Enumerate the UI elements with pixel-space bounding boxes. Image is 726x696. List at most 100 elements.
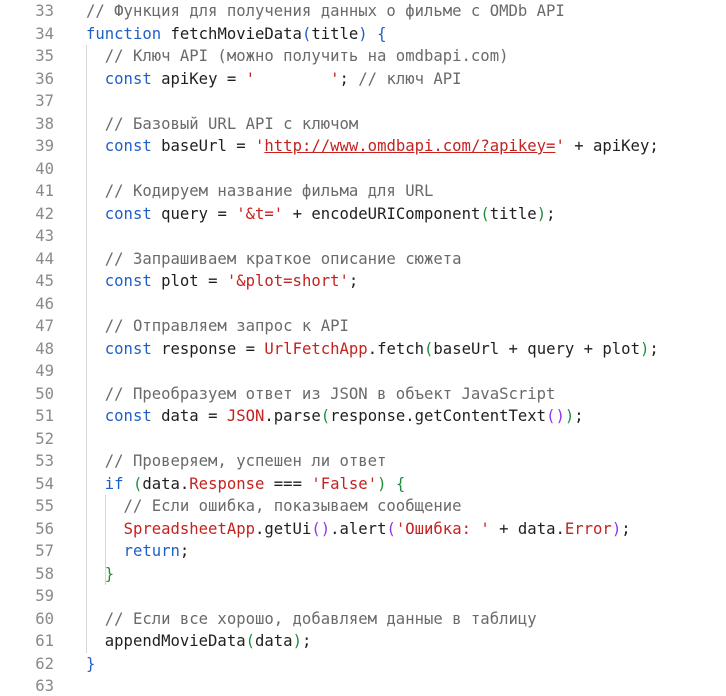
line-number: 53: [35, 452, 54, 470]
code-token: .getUi: [255, 519, 312, 538]
code-line[interactable]: 62}: [0, 653, 726, 676]
code-token: }: [104, 564, 115, 583]
code-token: [86, 137, 105, 155]
code-text: function fetchMovieData(title) {: [86, 23, 386, 46]
code-token: http://www.omdbapi.com/?apikey=: [264, 137, 556, 155]
code-line[interactable]: 60 // Если все хорошо, добавляем данные …: [0, 608, 726, 631]
code-line[interactable]: 63: [0, 675, 726, 696]
code-line[interactable]: 33// Функция для получения данных о филь…: [0, 0, 726, 23]
code-line[interactable]: 38 // Базовый URL API с ключом: [0, 113, 726, 136]
code-token: + apiKey;: [564, 137, 659, 155]
code-line[interactable]: 36 const apiKey = ' '; // ключ API: [0, 68, 726, 91]
code-token: // ключ API: [358, 69, 462, 88]
code-token: [86, 70, 105, 88]
code-line[interactable]: 55 // Если ошибка, показываем сообщение: [0, 495, 726, 518]
code-token: [86, 542, 124, 560]
line-number: 60: [35, 609, 54, 628]
code-token: (): [546, 407, 565, 425]
code-line[interactable]: 37: [0, 90, 726, 113]
code-token: const: [104, 339, 152, 358]
code-line[interactable]: 47 // Отправляем запрос к API: [0, 315, 726, 338]
code-line[interactable]: 45 const plot = '&plot=short';: [0, 270, 726, 293]
code-text: // Проверяем, успешен ли ответ: [86, 450, 387, 473]
line-number: 55: [35, 497, 54, 515]
code-token: [86, 272, 105, 290]
code-line[interactable]: 39 const baseUrl = 'http://www.omdbapi.c…: [0, 135, 726, 158]
code-line[interactable]: 53 // Проверяем, успешен ли ответ: [0, 450, 726, 473]
code-token: // Кодируем название фильма для URL: [86, 182, 434, 200]
line-number: 49: [35, 362, 54, 380]
line-number: 36: [35, 69, 54, 88]
code-token: fetchMovieData: [161, 24, 302, 43]
line-number: 41: [35, 182, 54, 200]
code-line[interactable]: 58 }: [0, 563, 726, 586]
line-number: 42: [35, 204, 54, 223]
code-text: SpreadsheetApp.getUi().alert('Ошибка: ' …: [86, 518, 631, 541]
code-text: // Запрашиваем краткое описание сюжета: [86, 248, 462, 271]
code-line[interactable]: 48 const response = UrlFetchApp.fetch(ba…: [0, 338, 726, 361]
code-line[interactable]: 50 // Преобразуем ответ из JSON в объект…: [0, 383, 726, 406]
code-line[interactable]: 42 const query = '&t=' + encodeURICompon…: [0, 203, 726, 226]
code-token: [86, 407, 105, 425]
code-token: plot =: [151, 272, 227, 290]
code-token: ===: [264, 474, 312, 493]
code-token: {: [395, 474, 406, 493]
code-text: }: [86, 563, 114, 586]
code-token: title: [311, 24, 359, 43]
code-text: const plot = '&plot=short';: [86, 270, 359, 293]
code-token: ): [292, 632, 302, 650]
code-token: (: [245, 632, 255, 650]
line-number: 40: [35, 159, 54, 178]
line-number: 47: [35, 317, 54, 335]
code-line[interactable]: 57 return;: [0, 540, 726, 563]
line-number: 62: [35, 654, 54, 673]
code-token: '&t=': [236, 204, 284, 223]
code-token: + data.: [489, 519, 565, 538]
line-number: 43: [35, 227, 54, 245]
code-token: ): [536, 204, 547, 223]
code-token: const: [104, 407, 152, 425]
code-token: title: [489, 204, 537, 223]
code-line[interactable]: 44 // Запрашиваем краткое описание сюжет…: [0, 248, 726, 271]
line-number: 63: [35, 677, 54, 695]
code-line[interactable]: 49: [0, 360, 726, 383]
code-line[interactable]: 35 // Ключ API (можно получить на omdbap…: [0, 45, 726, 68]
code-token: JSON: [226, 407, 265, 425]
code-token: // Преобразуем ответ из JSON в объект Ja…: [86, 384, 556, 403]
line-number: 37: [35, 92, 54, 110]
code-token: ): [377, 474, 387, 493]
code-text: const apiKey = ' '; // ключ API: [86, 68, 462, 91]
code-token: ': [555, 137, 565, 155]
code-token: }: [86, 654, 96, 673]
code-line[interactable]: 40: [0, 158, 726, 181]
code-token: Error: [564, 519, 612, 538]
code-line[interactable]: 52: [0, 428, 726, 451]
code-line[interactable]: 56 SpreadsheetApp.getUi().alert('Ошибка:…: [0, 518, 726, 541]
code-token: (: [386, 519, 396, 538]
code-token: .fetch: [367, 339, 425, 358]
code-token: appendMovieData: [86, 632, 246, 650]
code-token: if: [104, 474, 124, 493]
code-token: return: [123, 542, 180, 560]
code-line[interactable]: 54 if (data.Response === 'False') {: [0, 473, 726, 496]
code-line[interactable]: 59: [0, 585, 726, 608]
code-token: // Ключ API (можно получить на omdbapi.c…: [86, 47, 509, 65]
code-token: ;: [179, 542, 190, 560]
code-token: const: [104, 272, 152, 290]
code-token: ' ': [245, 69, 340, 88]
indent-guide-outer: [86, 45, 87, 653]
code-line[interactable]: 43: [0, 225, 726, 248]
code-token: 'Ошибка: ': [395, 519, 490, 538]
code-token: // Проверяем, успешен ли ответ: [86, 452, 387, 470]
code-line[interactable]: 51 const data = JSON.parse(response.getC…: [0, 405, 726, 428]
code-line[interactable]: 46: [0, 293, 726, 316]
line-number: 44: [35, 249, 54, 268]
code-line[interactable]: 61 appendMovieData(data);: [0, 630, 726, 653]
code-line[interactable]: 41 // Кодируем название фильма для URL: [0, 180, 726, 203]
code-token: (: [480, 204, 490, 223]
line-number: 48: [35, 339, 54, 358]
code-text: // Преобразуем ответ из JSON в объект Ja…: [86, 383, 556, 406]
code-text: const query = '&t=' + encodeURIComponent…: [86, 203, 556, 226]
